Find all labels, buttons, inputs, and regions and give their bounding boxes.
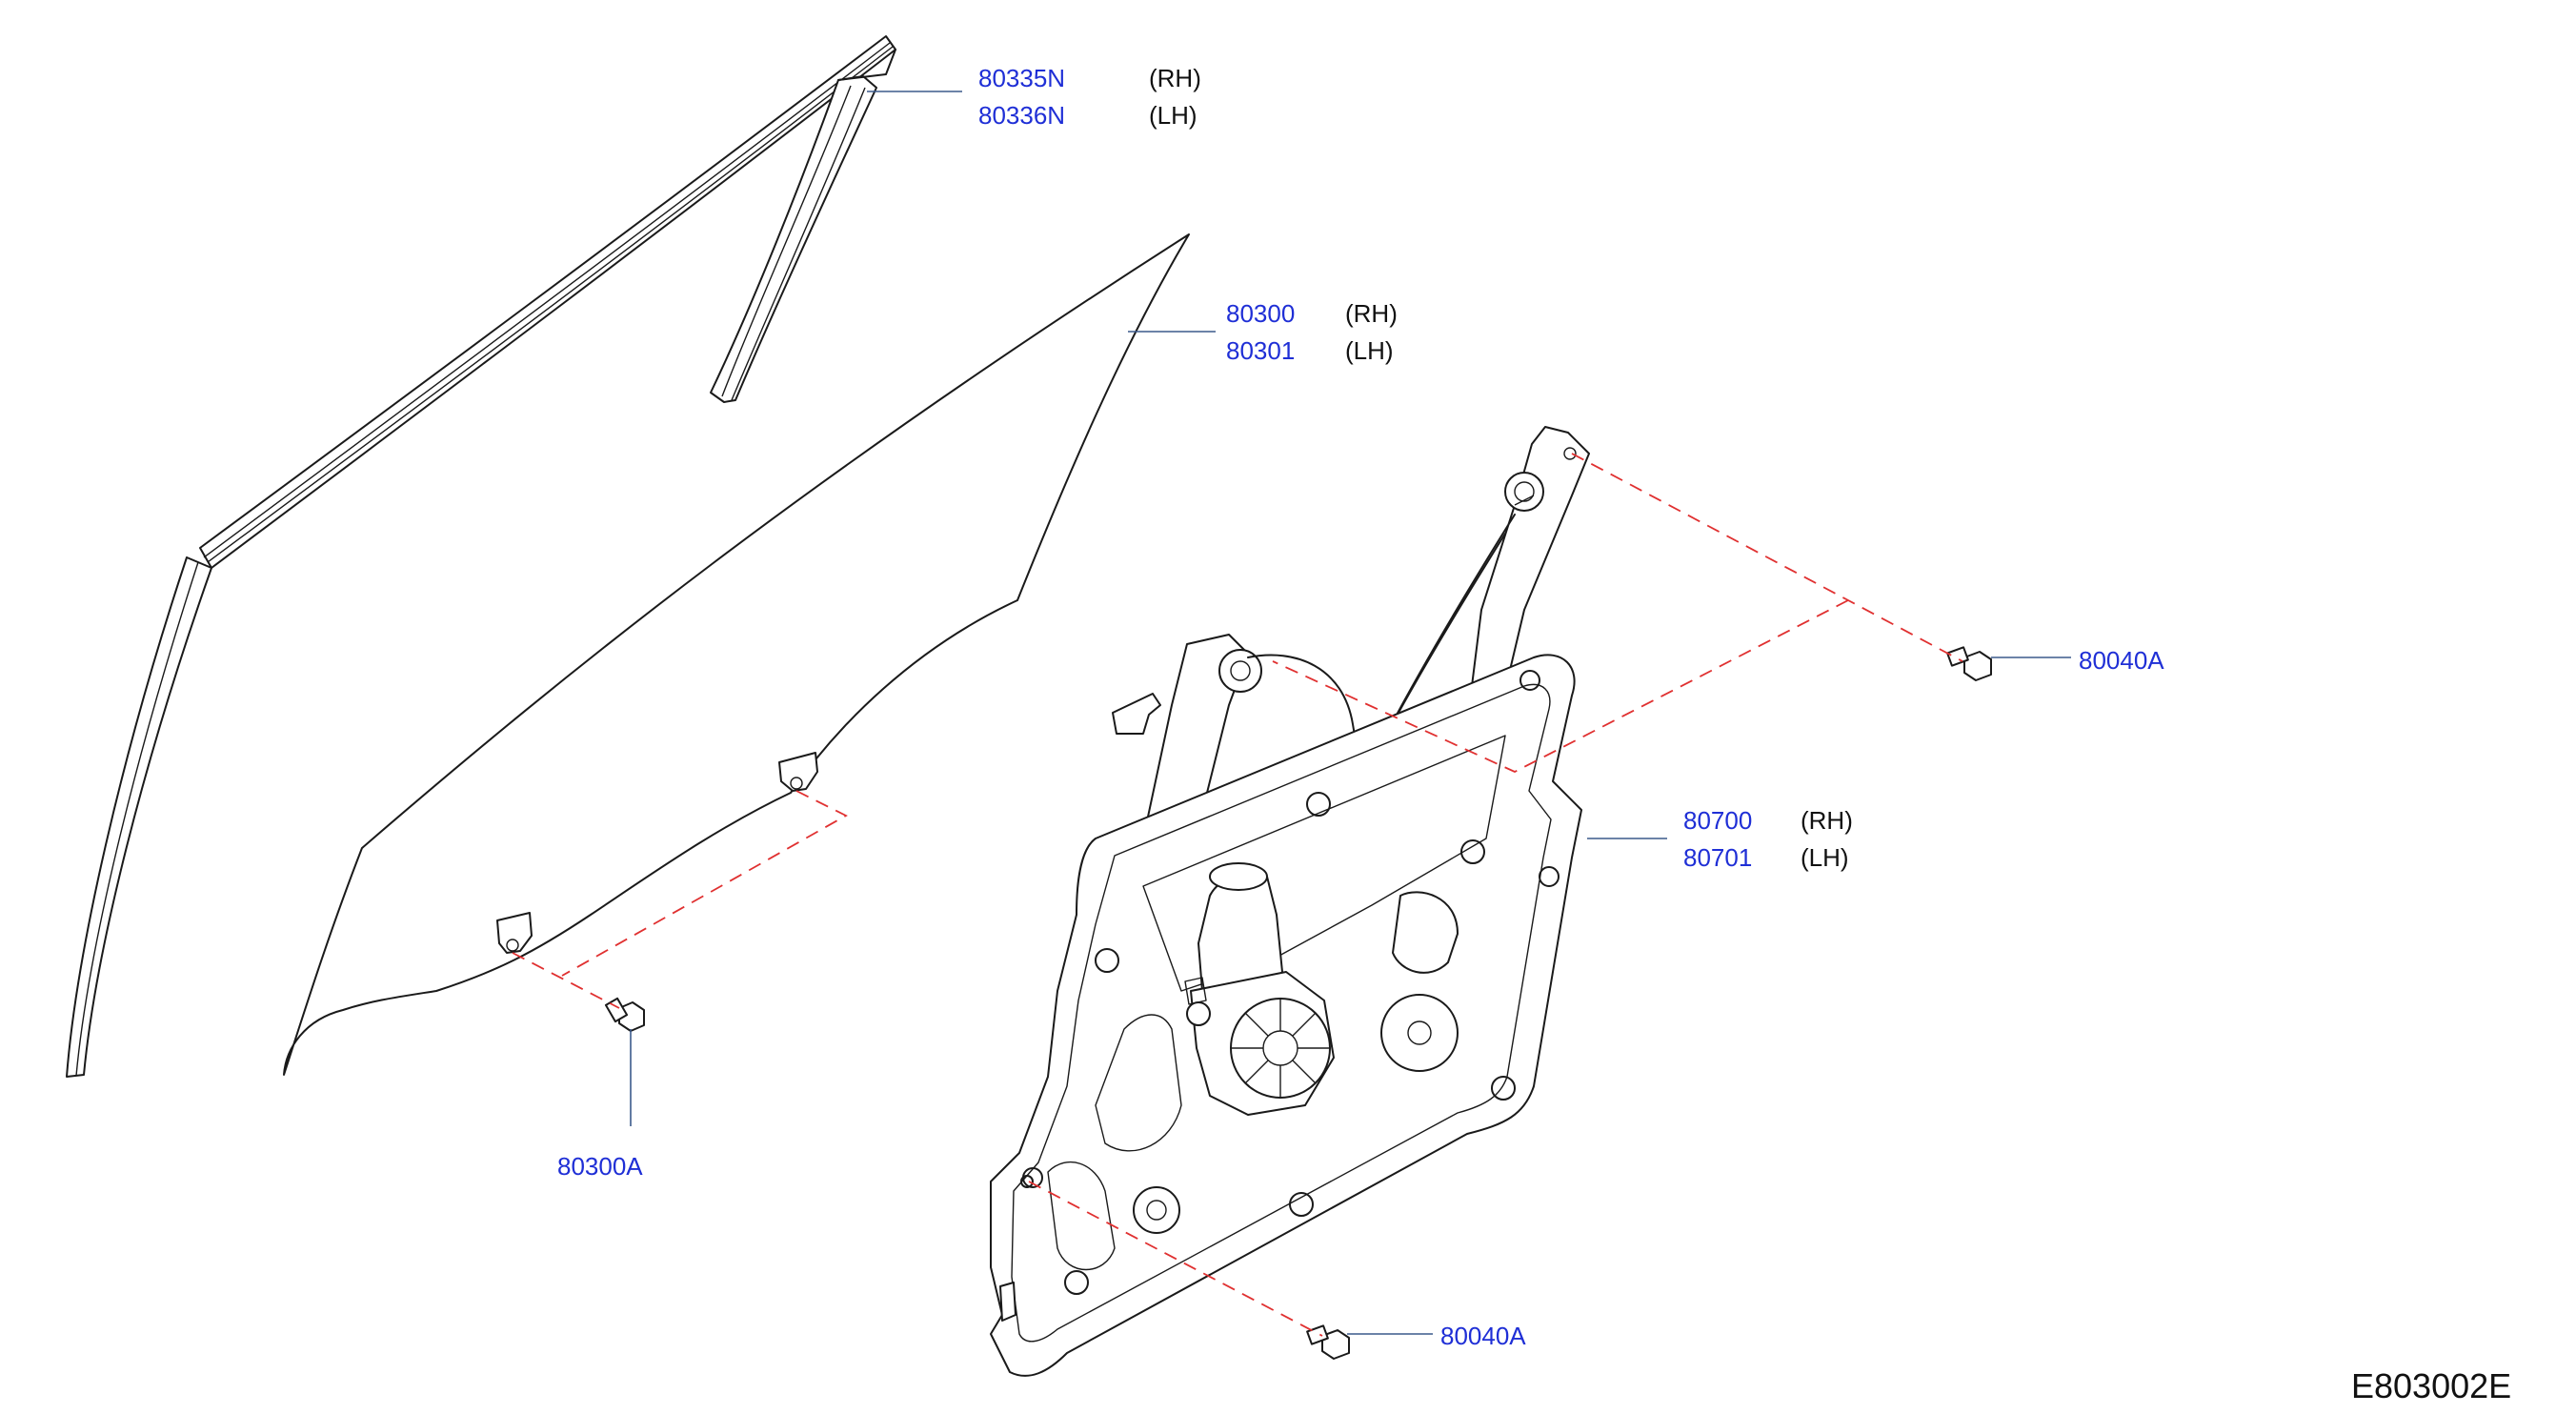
door-glass bbox=[283, 233, 1190, 1076]
regulator-side-lh: (LH) bbox=[1801, 843, 1849, 872]
callout-sash: 80335N (RH) 80336N (LH) bbox=[978, 64, 1201, 130]
bolt-upper-part: 80040A bbox=[2079, 646, 2164, 675]
installation-guide-lines bbox=[512, 453, 1963, 1337]
bolt-lower-part: 80040A bbox=[1440, 1322, 1526, 1350]
bolt-lower-icon bbox=[1306, 1324, 1350, 1360]
sash-part-lh: 80336N bbox=[978, 101, 1065, 130]
regulator-side-rh: (RH) bbox=[1801, 806, 1853, 835]
glass-bolt-part: 80300A bbox=[557, 1152, 643, 1181]
callout-glass: 80300 (RH) 80301 (LH) bbox=[1226, 299, 1398, 365]
door-sash-channel bbox=[66, 35, 896, 1078]
regulator-part-lh: 80701 bbox=[1683, 843, 1752, 872]
leader-lines bbox=[630, 91, 2071, 1335]
callout-regulator: 80700 (RH) 80701 (LH) bbox=[1683, 806, 1853, 872]
bolt-upper-icon bbox=[1946, 646, 1992, 681]
window-motor bbox=[1184, 862, 1335, 1116]
window-regulator-rails bbox=[1112, 426, 1590, 868]
glass-part-lh: 80301 bbox=[1226, 336, 1295, 365]
glass-bolt-icon bbox=[604, 997, 645, 1032]
glass-part-rh: 80300 bbox=[1226, 299, 1295, 328]
glass-side-lh: (LH) bbox=[1345, 336, 1394, 365]
glass-side-rh: (RH) bbox=[1345, 299, 1398, 328]
diagram-code: E803002E bbox=[2351, 1366, 2511, 1405]
sash-side-rh: (RH) bbox=[1149, 64, 1201, 92]
regulator-part-rh: 80700 bbox=[1683, 806, 1752, 835]
sash-part-rh: 80335N bbox=[978, 64, 1065, 92]
sash-side-lh: (LH) bbox=[1149, 101, 1197, 130]
